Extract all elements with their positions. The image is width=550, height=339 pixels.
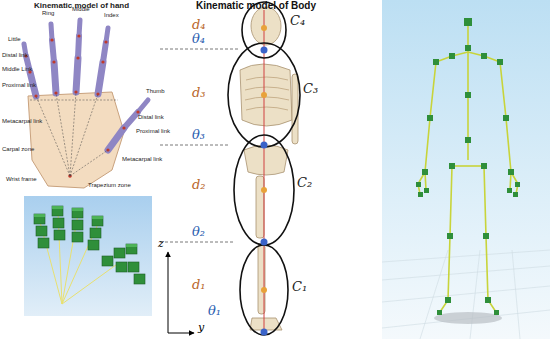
- joint-angle: θ₁: [208, 304, 221, 318]
- link-name: Middle Link: [2, 66, 32, 73]
- segment-label: C₁: [292, 280, 307, 294]
- link-name: Distal link: [2, 52, 28, 59]
- axis-label: z: [158, 238, 164, 250]
- frame-name: Wrist frame: [6, 176, 37, 183]
- joint-angle: θ₃: [192, 128, 205, 142]
- segment-label: C₄: [290, 14, 305, 28]
- segment-label: C₃: [303, 82, 318, 96]
- skeleton-drawing: [160, 2, 300, 336]
- finger-name: Index: [104, 12, 119, 19]
- finger-name: Ring: [42, 10, 54, 17]
- joint-angle: θ₂: [192, 225, 205, 239]
- block-hand-render: [24, 196, 152, 316]
- stick-figure-render: [382, 0, 550, 339]
- link-length: d₁: [192, 278, 206, 292]
- link-name: Metacarpal link: [122, 156, 162, 163]
- finger-name: Thumb: [146, 88, 165, 95]
- joint-angle: θ₄: [192, 32, 205, 46]
- axis-label: y: [198, 322, 204, 334]
- hand-drawing: [24, 20, 148, 188]
- link-length: d₄: [192, 18, 206, 32]
- finger-name: Middle: [72, 6, 90, 13]
- zone-name: Trapezium zone: [88, 182, 131, 189]
- link-length: d₃: [192, 86, 206, 100]
- panel-title: Kinematic model of Body: [196, 0, 316, 11]
- link-name: Distal link: [138, 114, 164, 121]
- finger-name: Little: [8, 36, 21, 43]
- link-name: Metacarpal link: [2, 118, 42, 125]
- zone-name: Carpal zone: [2, 146, 34, 153]
- segment-label: C₂: [297, 176, 312, 190]
- link-name: Proximal link: [2, 82, 36, 89]
- link-name: Proximal link: [136, 128, 170, 135]
- link-length: d₂: [192, 178, 206, 192]
